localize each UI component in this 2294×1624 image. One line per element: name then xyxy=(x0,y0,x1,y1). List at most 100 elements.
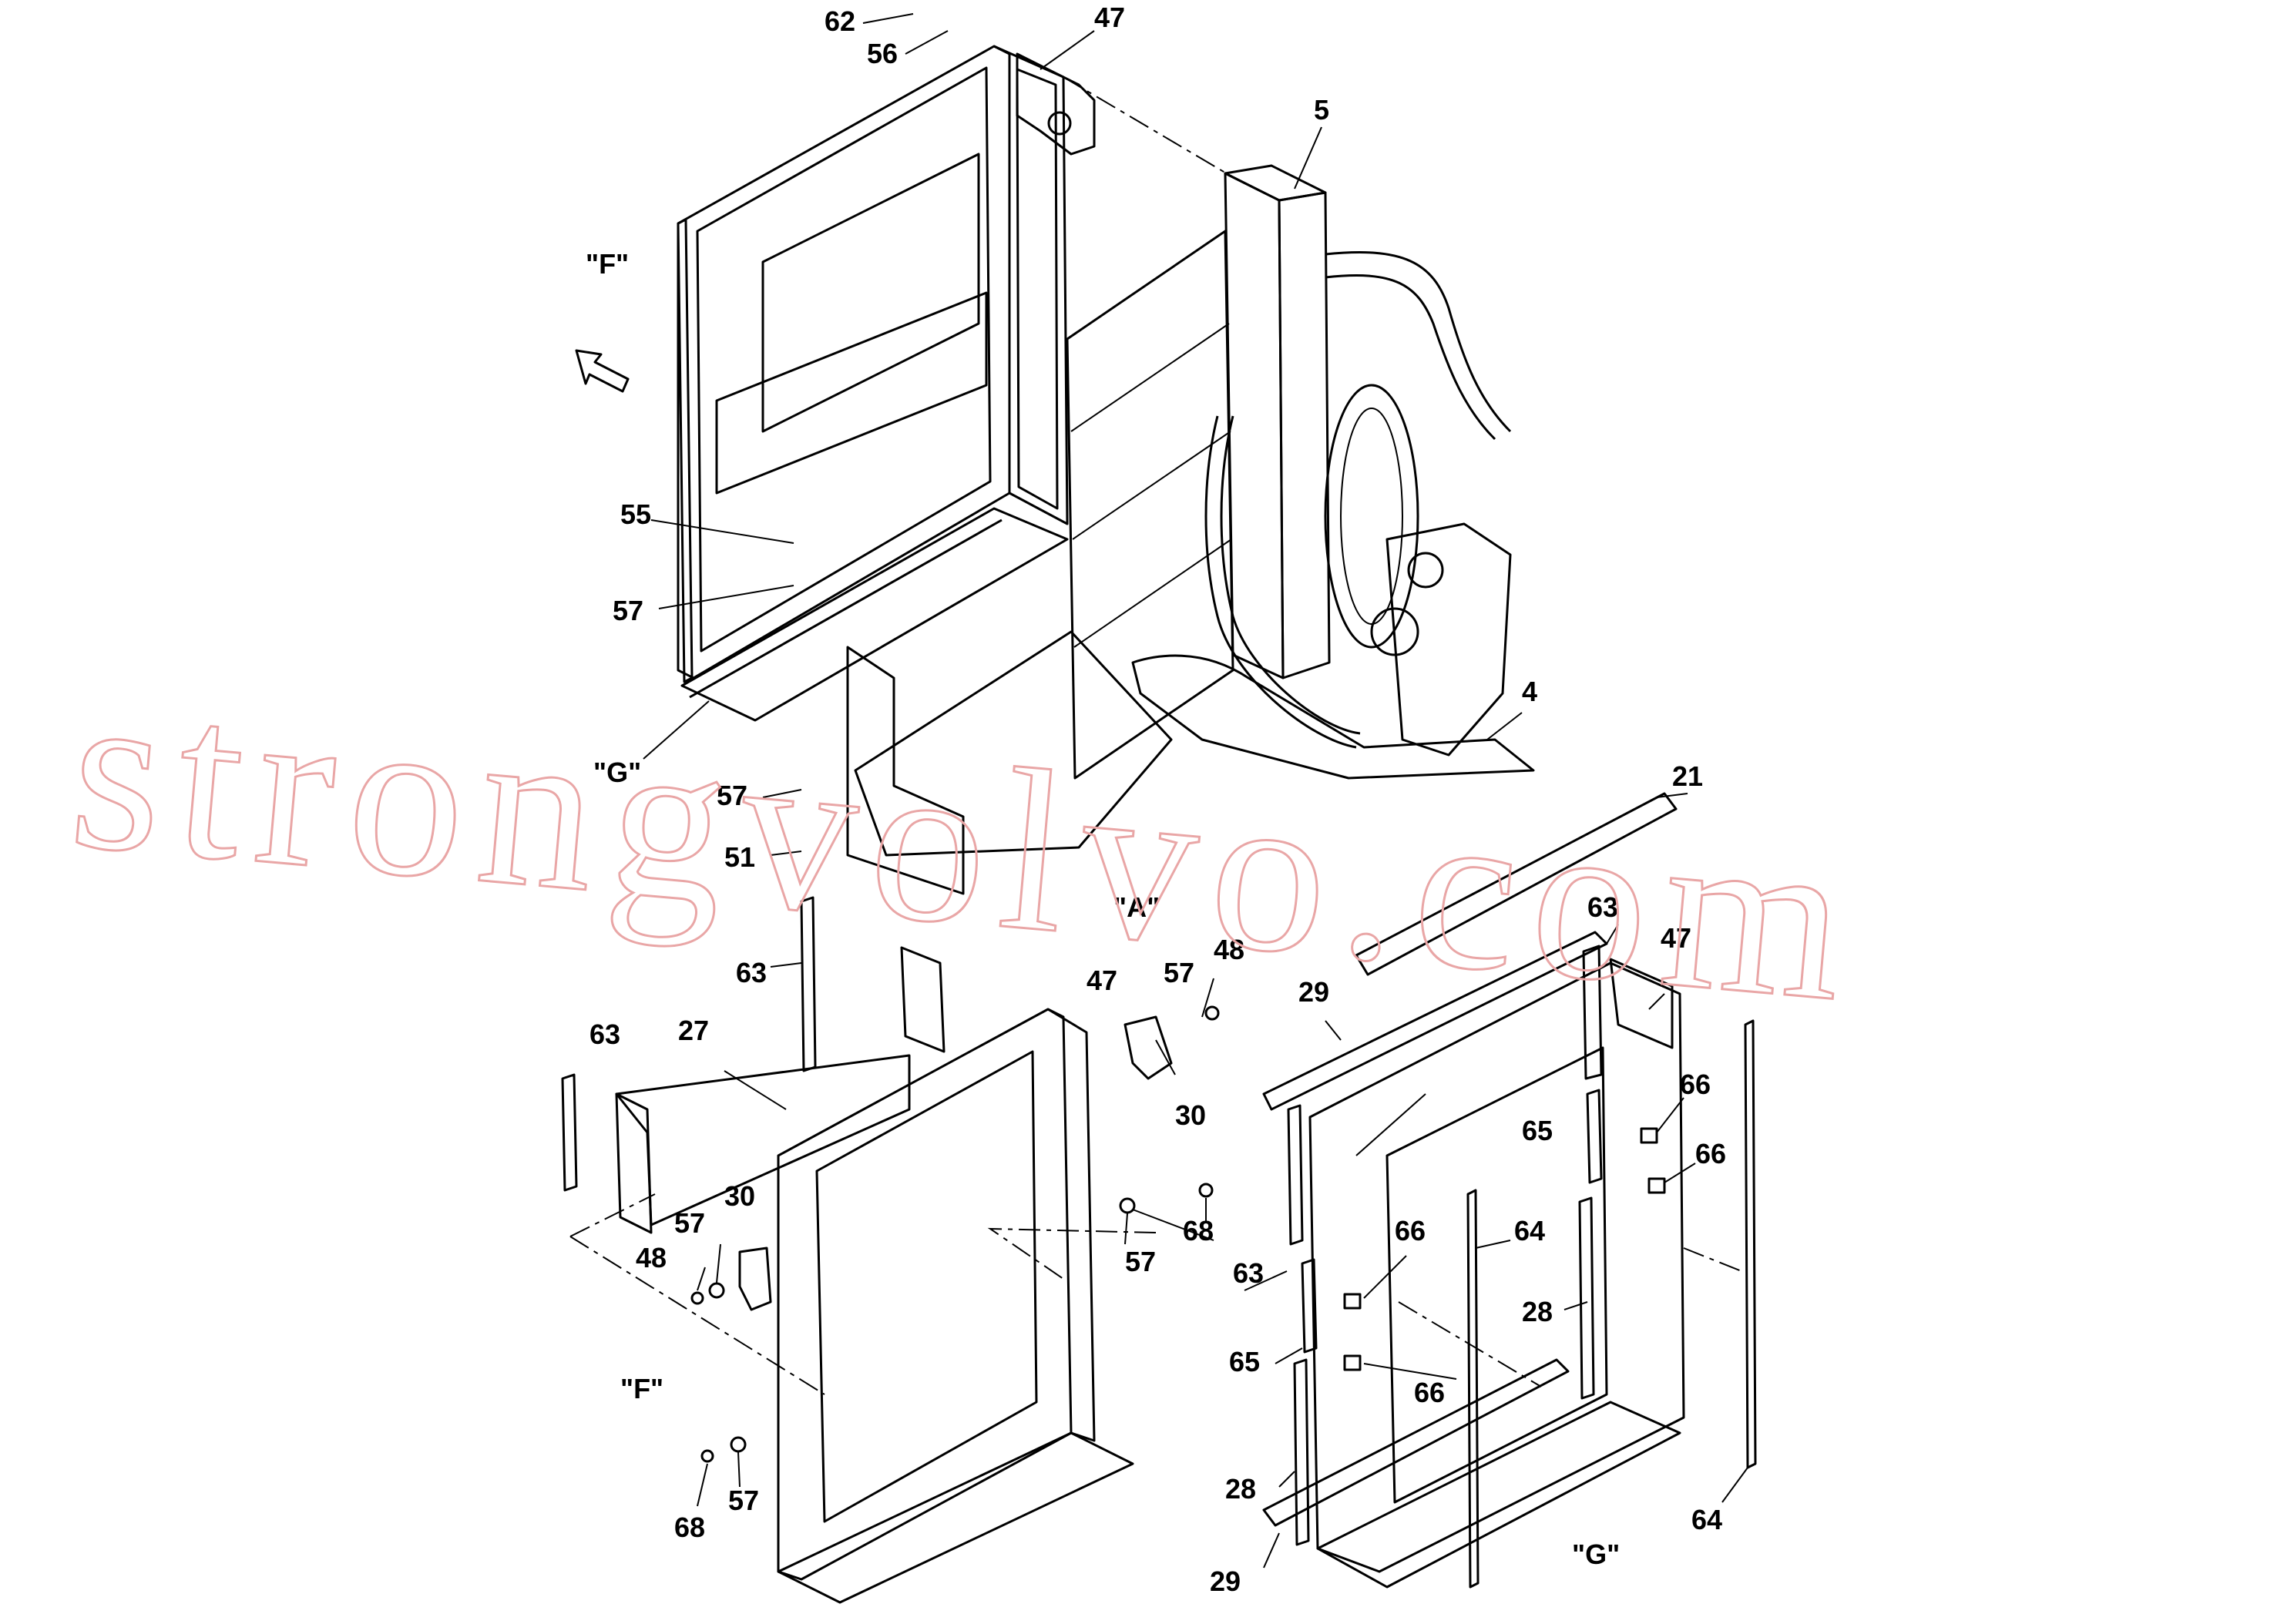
hose-2 xyxy=(1220,415,1361,735)
clip-66-d xyxy=(1343,1354,1362,1371)
label-57-f-left: 57 xyxy=(674,1207,705,1239)
radiator-fin-2 xyxy=(1072,431,1231,540)
rail-29-bottom xyxy=(1262,1358,1570,1527)
detail-f xyxy=(561,896,1220,1604)
label-68-f-right: 68 xyxy=(1183,1215,1214,1247)
washer-57b xyxy=(708,1282,725,1299)
plate-27 xyxy=(615,1092,653,1234)
detail-g xyxy=(1262,792,1757,1589)
label-66-g-c: 66 xyxy=(1395,1215,1426,1247)
watermark-text: strongvolvo.com xyxy=(62,639,1869,1051)
frame-post xyxy=(993,45,1069,525)
label-47-top: 47 xyxy=(1094,2,1125,33)
frame-inner-left xyxy=(696,66,992,653)
label-29-g-bottom: 29 xyxy=(1210,1565,1241,1597)
label-51: 51 xyxy=(724,841,755,873)
engine-block xyxy=(1385,522,1512,757)
radiator-column xyxy=(1278,191,1331,679)
clip-66-c xyxy=(1343,1293,1362,1310)
label-21: 21 xyxy=(1672,760,1703,792)
label-48-f-top: 48 xyxy=(1214,934,1244,965)
label-47-g: 47 xyxy=(1661,922,1691,954)
label-57-f-right: 57 xyxy=(1125,1246,1156,1277)
label-63-upper: 63 xyxy=(736,957,767,988)
frame-f-outer xyxy=(777,1008,1073,1581)
dash-line-f-3 xyxy=(987,1227,1157,1280)
label-28-g-left: 28 xyxy=(1225,1473,1256,1505)
direction-arrow-icon xyxy=(575,349,630,393)
view-ref-f-bottom: "F" xyxy=(620,1373,663,1404)
label-65-g-right: 65 xyxy=(1522,1115,1553,1146)
left-vertical-bar xyxy=(677,218,694,683)
rod-65-right xyxy=(1586,1089,1603,1184)
label-57-f-top: 57 xyxy=(1164,957,1194,988)
label-48-f-left: 48 xyxy=(636,1242,667,1273)
label-57-f-bottom: 57 xyxy=(728,1485,759,1516)
view-ref-a: "A" xyxy=(1113,891,1160,923)
view-ref-g-bottom: "G" xyxy=(1572,1538,1620,1570)
label-57-top: 57 xyxy=(613,595,643,626)
bracket-30-upper xyxy=(1123,1015,1173,1080)
bracket-30-lower xyxy=(738,1247,772,1311)
rod-28-left xyxy=(1293,1358,1310,1546)
label-29-g-top: 29 xyxy=(1298,976,1329,1008)
bracket-hole xyxy=(1047,111,1072,136)
channel-63-right xyxy=(1582,945,1603,1080)
radiator-side xyxy=(1224,172,1285,679)
leader-lines xyxy=(643,13,1748,1569)
frame-f-post xyxy=(1047,1008,1096,1442)
rod-63 xyxy=(561,1073,578,1192)
clip-66-a xyxy=(1640,1127,1658,1144)
screw-68 xyxy=(1198,1183,1214,1198)
label-63-g-top: 63 xyxy=(1587,891,1618,923)
label-57-mid: 57 xyxy=(717,780,747,811)
pulley-2 xyxy=(1407,552,1444,589)
clip-66-b xyxy=(1647,1177,1666,1194)
label-27: 27 xyxy=(678,1015,709,1046)
label-68-f-bottom: 68 xyxy=(674,1512,705,1543)
label-30-f-lower: 30 xyxy=(724,1180,755,1212)
view-a-box xyxy=(846,646,965,895)
label-66-g-b: 66 xyxy=(1695,1138,1726,1169)
label-64-g-right: 64 xyxy=(1691,1504,1722,1535)
frame-f-bottom xyxy=(777,1431,1134,1604)
frame-rail-4 xyxy=(1131,654,1535,780)
bar-64-right xyxy=(1744,1019,1757,1469)
frame-g-inner xyxy=(1385,1046,1608,1504)
frame-g-outer xyxy=(1308,961,1685,1573)
label-66-g-d: 66 xyxy=(1414,1377,1445,1408)
screw-68b xyxy=(700,1449,714,1463)
label-30-f-upper: 30 xyxy=(1175,1099,1206,1131)
dash-line-f-2 xyxy=(569,1193,656,1237)
center-panel xyxy=(715,291,988,495)
lower-frame xyxy=(854,630,1173,857)
label-63-left: 63 xyxy=(589,1018,620,1050)
label-63-g-left: 63 xyxy=(1233,1257,1264,1289)
label-62: 62 xyxy=(825,5,855,37)
label-65-g-left: 65 xyxy=(1229,1346,1260,1377)
washer-57c xyxy=(730,1436,747,1453)
panel-27 xyxy=(615,1054,911,1226)
label-56: 56 xyxy=(867,38,898,69)
bottom-rail xyxy=(680,507,1069,722)
strip-21 xyxy=(1355,792,1678,976)
bracket-47-left xyxy=(900,946,945,1053)
dash-line-f-1 xyxy=(569,1236,825,1395)
radiator-fin-3 xyxy=(1073,539,1232,648)
rod-65-left xyxy=(1301,1258,1318,1354)
label-28-g-right: 28 xyxy=(1522,1296,1553,1327)
label-5: 5 xyxy=(1314,94,1329,126)
bar-64-mid xyxy=(1466,1189,1480,1589)
inner-rail xyxy=(761,153,980,433)
upper-pipe-2 xyxy=(1325,274,1496,441)
top-assembly xyxy=(575,45,1535,895)
screw-48b xyxy=(1204,1005,1220,1021)
bar-63-left xyxy=(1287,1104,1304,1246)
radiator-fin-1 xyxy=(1070,323,1230,432)
label-66-g-a: 66 xyxy=(1680,1069,1711,1100)
radiator-body xyxy=(1066,230,1234,780)
rod-28-right xyxy=(1578,1196,1595,1400)
label-4: 4 xyxy=(1522,676,1537,707)
